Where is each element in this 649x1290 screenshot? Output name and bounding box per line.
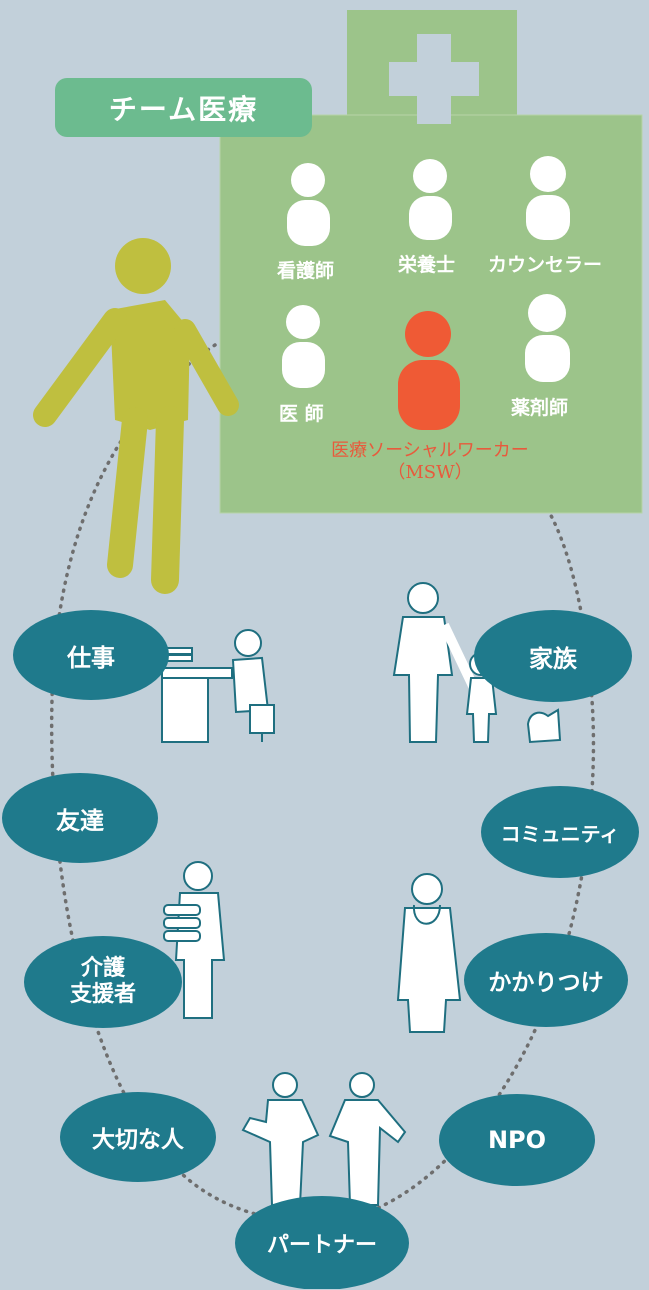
dietitian-label: 栄養士: [398, 254, 456, 276]
family-ellipse: [474, 610, 632, 702]
network-ellipses: [2, 610, 639, 1289]
family-doctor-label: かかりつけ: [488, 970, 604, 996]
care-support-label: 介護 支援者: [24, 936, 182, 1028]
doctor-label: 医 師: [279, 403, 324, 425]
care-support-label-line1: 介護: [80, 956, 125, 981]
pharmacist-label: 薬剤師: [511, 397, 569, 419]
team-people: [282, 156, 570, 430]
family-label: 家族: [529, 644, 577, 673]
nurse-person-icon: [287, 163, 330, 246]
important-person-ellipse: [60, 1092, 216, 1182]
desk-worker-icon: [161, 629, 275, 743]
family-doctor-ellipse: [464, 933, 628, 1027]
friend-label: 友達: [56, 806, 104, 835]
counselor-label: カウンセラー: [488, 254, 603, 276]
msw-label-line1: 医療ソーシャルワーカー: [331, 440, 529, 461]
caregiver-icon: [163, 861, 226, 1019]
important-person-label: 大切な人: [92, 1127, 184, 1153]
care-support-label-line2: 支援者: [69, 982, 136, 1007]
walking-person-icon: [33, 238, 239, 594]
work-ellipse: [13, 610, 169, 700]
npo-label: NPO: [487, 1126, 547, 1154]
pharmacist-person-icon: [525, 294, 570, 382]
community-ellipse: [481, 786, 639, 878]
work-label: 仕事: [67, 643, 115, 672]
care-support-ellipse: [24, 936, 182, 1028]
npo-ellipse: [439, 1094, 595, 1186]
community-label: コミュニティ: [500, 821, 620, 846]
counselor-person-icon: [526, 156, 570, 240]
partners-holding-hands-icon: [241, 1072, 407, 1206]
msw-person-icon: [398, 311, 460, 430]
hospital-cross-icon: [389, 34, 479, 124]
msw-label: 医療ソーシャルワーカー （MSW）: [300, 440, 560, 484]
nurse-label: 看護師: [277, 260, 335, 282]
msw-label-line2: （MSW）: [387, 462, 473, 483]
dietitian-person-icon: [409, 159, 452, 240]
partner-ellipse: [235, 1196, 409, 1289]
doctor-person-icon: [282, 305, 325, 388]
friend-ellipse: [2, 773, 158, 863]
partner-label: パートナー: [266, 1233, 377, 1258]
team-medicine-badge: チーム医療: [55, 78, 312, 137]
doctor-stethoscope-icon: [396, 873, 462, 1033]
